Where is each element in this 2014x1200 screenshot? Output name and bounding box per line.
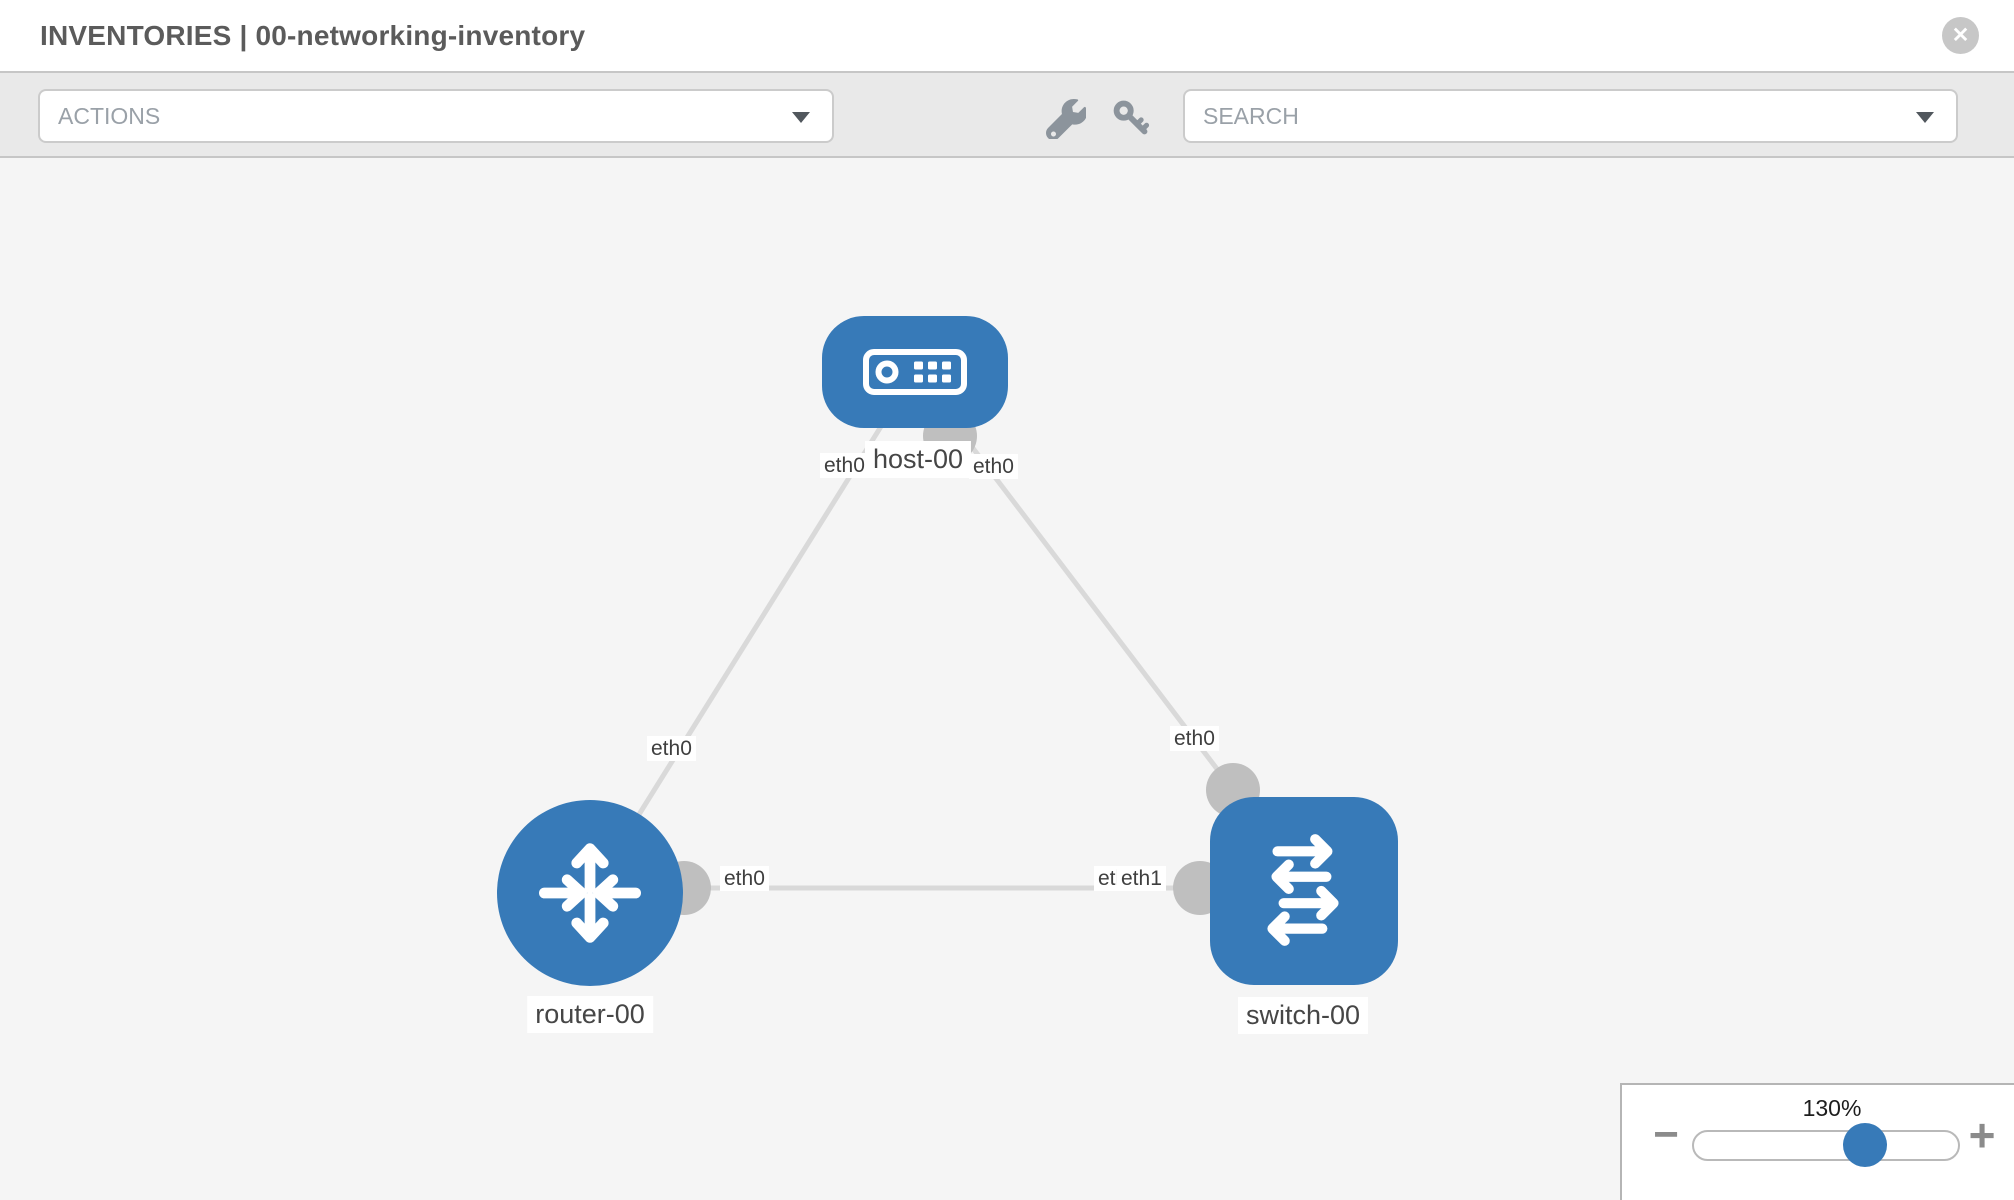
zoom-in-button[interactable]: + [1968, 1109, 1996, 1161]
chevron-down-icon [792, 112, 810, 123]
toolbar: ACTIONS SEARCH [0, 71, 2014, 158]
zoom-panel: 130% − + [1620, 1083, 2014, 1200]
iface-label-switch-top: eth0 [1170, 726, 1219, 752]
node-label-host: host-00 [864, 441, 972, 479]
node-host-00[interactable] [822, 316, 1008, 428]
node-label-router: router-00 [527, 996, 653, 1034]
iface-label-switch-left-eth1: eth1 [1117, 866, 1166, 892]
node-router-00[interactable] [497, 800, 683, 986]
page-title: INVENTORIES | 00-networking-inventory [40, 20, 586, 51]
search-placeholder: SEARCH [1203, 103, 1299, 129]
router-icon [539, 843, 641, 943]
zoom-out-button[interactable]: − [1653, 1110, 1679, 1159]
node-switch-00[interactable] [1210, 797, 1398, 985]
actions-dropdown-label: ACTIONS [58, 103, 161, 129]
key-icon[interactable] [1112, 99, 1152, 139]
node-label-switch: switch-00 [1237, 997, 1369, 1035]
actions-dropdown[interactable]: ACTIONS [38, 89, 834, 143]
header: INVENTORIES | 00-networking-inventory ✕ [0, 0, 2014, 71]
iface-label-router-right: eth0 [720, 866, 769, 892]
switch-icon [1267, 834, 1339, 946]
zoom-level-value: 130% [1802, 1095, 1862, 1121]
chevron-down-icon [1916, 112, 1934, 123]
zoom-slider-thumb[interactable] [1843, 1123, 1887, 1167]
links-layer [587, 370, 1304, 895]
topology-canvas[interactable]: host-00 router-00 switch-00 eth0 eth0 et… [0, 158, 2014, 1200]
host-icon [863, 349, 967, 395]
search-dropdown[interactable]: SEARCH [1183, 89, 1958, 143]
iface-label-host-left: eth0 [820, 453, 869, 479]
close-icon[interactable]: ✕ [1942, 17, 1979, 54]
iface-label-host-right: eth0 [969, 454, 1018, 480]
iface-label-router-top: eth0 [647, 736, 696, 762]
wrench-icon[interactable] [1046, 99, 1086, 139]
zoom-slider-track[interactable] [1692, 1130, 1960, 1161]
